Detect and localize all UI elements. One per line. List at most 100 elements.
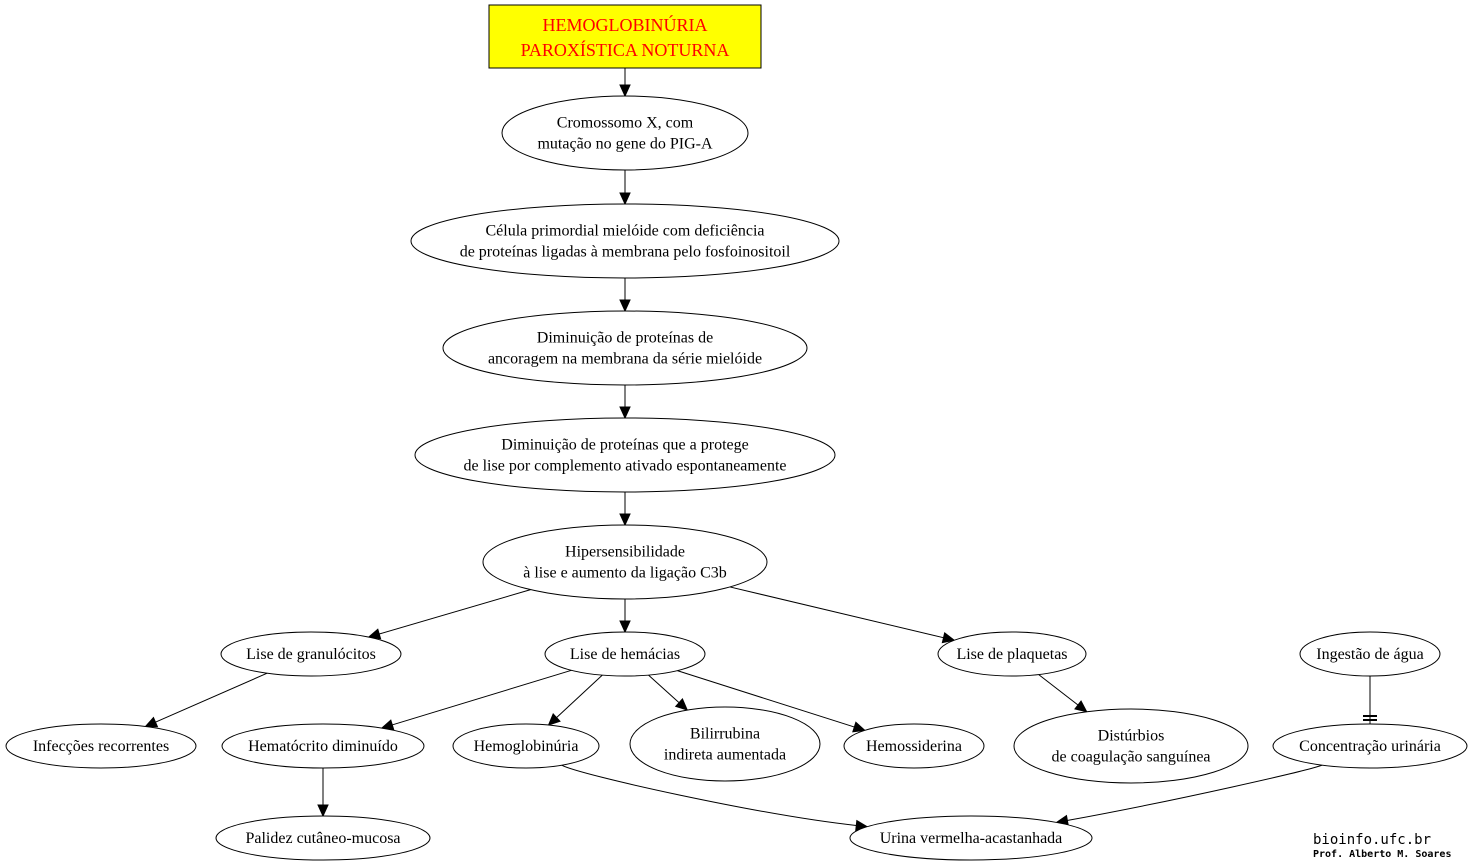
- node-shape: [5, 723, 197, 769]
- node-palidez: Palidez cutâneo-mucosa: [215, 815, 431, 861]
- edge-line: [1066, 764, 1323, 822]
- node-label: Hematócrito diminuído: [248, 738, 398, 755]
- title-box: [488, 4, 762, 69]
- arrowhead: [144, 716, 159, 728]
- node-label: Hipersensibilidade: [565, 544, 685, 561]
- edge-cromossomo-to-celula: [619, 170, 631, 206]
- node-shape: [849, 815, 1093, 861]
- arrowhead: [941, 631, 956, 644]
- node-shape: [410, 203, 840, 279]
- node-concentracao: Concentração urinária: [1272, 723, 1468, 769]
- edge-line: [677, 670, 856, 728]
- edge-title-to-cromossomo: [619, 67, 631, 98]
- arrowhead: [547, 713, 561, 726]
- node-hipersensibilidade: Hipersensibilidade à lise e aumento da li…: [482, 524, 768, 600]
- edge-lise-granulocitos-to-infeccoes: [144, 672, 268, 728]
- node-hemossiderina: Hemossiderina: [843, 723, 985, 769]
- edges-layer: [144, 67, 1377, 832]
- edge-line: [648, 674, 681, 704]
- node-shape: [220, 631, 402, 677]
- title-line-2: PAROXÍSTICA NOTURNA: [521, 39, 730, 60]
- arrowhead: [1074, 700, 1088, 713]
- node-shape: [501, 95, 749, 171]
- node-label: indireta aumentada: [664, 747, 786, 764]
- node-label: à lise e aumento da ligação C3b: [523, 565, 726, 582]
- node-lise-plaquetas: Lise de plaquetas: [937, 631, 1087, 677]
- node-label: Diminuição de proteínas de: [537, 330, 713, 347]
- edge-line: [555, 674, 603, 719]
- credit-site: bioinfo.ufc.br: [1313, 832, 1431, 848]
- node-label: Lise de hemácias: [570, 646, 680, 663]
- node-lise-hemacias: Lise de hemácias: [544, 631, 706, 677]
- node-shape: [937, 631, 1087, 677]
- node-label: Hemossiderina: [866, 738, 962, 755]
- edge-lise-plaquetas-to-disturbios: [1038, 674, 1088, 713]
- node-label: mutação no gene do PIG-A: [537, 136, 713, 153]
- node-label: Distúrbios: [1098, 728, 1165, 745]
- arrowhead: [317, 804, 329, 818]
- edge-diminuicao-protege-to-hipersensibilidade: [619, 492, 631, 527]
- node-label: Lise de granulócitos: [246, 646, 376, 663]
- edge-line: [391, 669, 572, 726]
- edge-line: [154, 672, 268, 723]
- title-line-1: HEMOGLOBINÚRIA: [543, 14, 708, 35]
- node-lise-granulocitos: Lise de granulócitos: [220, 631, 402, 677]
- arrowhead: [619, 513, 631, 527]
- node-shape: [442, 310, 808, 386]
- credit-author: Prof. Alberto M. Soares: [1313, 849, 1451, 860]
- edge-lise-hemacias-to-hemossiderina: [677, 670, 866, 733]
- node-label: Palidez cutâneo-mucosa: [245, 830, 400, 847]
- node-label: de lise por complemento ativado espontan…: [464, 458, 787, 475]
- edge-line: [378, 589, 531, 635]
- node-label: Ingestão de água: [1316, 646, 1424, 663]
- node-bilirrubina: Bilirrubina indireta aumentada: [629, 706, 821, 782]
- node-shape: [843, 723, 985, 769]
- edge-hematocrito-to-palidez: [317, 768, 329, 818]
- title-node: HEMOGLOBINÚRIA PAROXÍSTICA NOTURNA: [488, 4, 762, 69]
- node-label: Urina vermelha-acastanhada: [880, 830, 1063, 847]
- edge-line: [729, 586, 945, 639]
- edge-line: [1038, 674, 1080, 707]
- edge-celula-to-diminuicao-ancoragem: [619, 278, 631, 313]
- node-shape: [452, 723, 600, 769]
- node-celula: Célula primordial mielóide com deficiênc…: [410, 203, 840, 279]
- node-label: Lise de plaquetas: [956, 646, 1067, 663]
- node-disturbios: Distúrbios de coagulação sanguínea: [1013, 708, 1249, 784]
- node-shape: [215, 815, 431, 861]
- edge-line: [561, 764, 858, 827]
- node-label: Hemoglobinúria: [474, 738, 579, 755]
- edge-hipersensibilidade-to-lise-granulocitos: [367, 589, 531, 640]
- node-label: Concentração urinária: [1299, 738, 1441, 755]
- node-hemoglobinuria: Hemoglobinúria: [452, 723, 600, 769]
- node-shape: [629, 706, 821, 782]
- edge-lise-hemacias-to-bilirrubina: [648, 674, 689, 711]
- node-ingestao-agua: Ingestão de água: [1299, 631, 1441, 677]
- node-shape: [544, 631, 706, 677]
- arrowhead: [619, 192, 631, 206]
- node-diminuicao-protege: Diminuição de proteínas que a protegede …: [414, 417, 836, 493]
- node-shape: [1299, 631, 1441, 677]
- node-label: ancoragem na membrana da série mielóide: [488, 351, 762, 368]
- node-label: de coagulação sanguínea: [1051, 749, 1210, 766]
- arrowhead: [674, 698, 689, 711]
- node-label: Infecções recorrentes: [33, 738, 169, 755]
- node-shape: [414, 417, 836, 493]
- arrowhead: [619, 406, 631, 420]
- edge-hipersensibilidade-to-lise-plaquetas: [729, 586, 956, 644]
- node-diminuicao-ancoragem: Diminuição de proteínas de ancoragem na m…: [442, 310, 808, 386]
- edge-hipersensibilidade-to-lise-hemacias: [619, 599, 631, 634]
- node-urina: Urina vermelha-acastanhada: [849, 815, 1093, 861]
- node-label: Célula primordial mielóide com deficiênc…: [485, 223, 764, 240]
- node-hematocrito: Hematócrito diminuído: [221, 723, 425, 769]
- arrowhead: [619, 299, 631, 313]
- edge-lise-hemacias-to-hemoglobinuria: [547, 674, 603, 726]
- node-label: Bilirrubina: [690, 726, 760, 743]
- edge-lise-hemacias-to-hematocrito: [380, 669, 572, 731]
- node-shape: [1013, 708, 1249, 784]
- node-shape: [482, 524, 768, 600]
- node-shape: [221, 723, 425, 769]
- node-label: de proteínas ligadas à membrana pelo fos…: [460, 244, 791, 261]
